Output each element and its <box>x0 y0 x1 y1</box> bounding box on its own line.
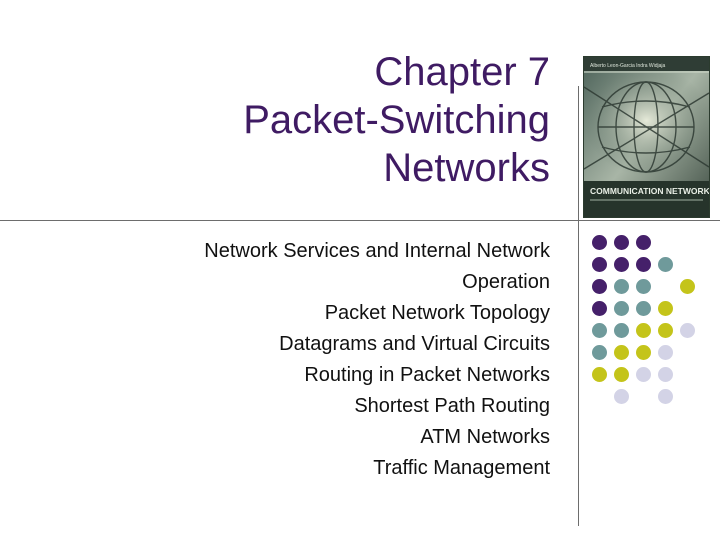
horizontal-divider <box>0 220 720 221</box>
decorative-dot <box>658 257 673 272</box>
decorative-dot <box>636 257 651 272</box>
decorative-dot <box>636 345 651 360</box>
topic-item: Operation <box>462 271 550 293</box>
decorative-dot <box>636 235 651 250</box>
book-cover-illustration: Alberto Leon-Garcia Indra Widjaja COMMUN… <box>584 57 709 217</box>
vertical-divider <box>578 86 579 526</box>
slide-title: Chapter 7 Packet-Switching Networks <box>30 48 550 192</box>
decorative-dot <box>636 323 651 338</box>
decorative-dot <box>592 345 607 360</box>
book-cover-title: COMMUNICATION NETWORKS <box>590 186 709 196</box>
decorative-dot <box>592 257 607 272</box>
topic-item: Routing in Packet Networks <box>304 364 550 386</box>
decorative-dot <box>592 279 607 294</box>
decorative-dot <box>614 389 629 404</box>
decorative-dot <box>680 279 695 294</box>
decorative-dot-grid <box>590 232 700 412</box>
topic-item: Traffic Management <box>373 457 550 479</box>
decorative-dot <box>658 323 673 338</box>
topic-item: Network Services and Internal Network <box>204 240 550 262</box>
decorative-dot <box>592 301 607 316</box>
decorative-dot <box>614 323 629 338</box>
topic-list: Network Services and Internal Network Op… <box>110 236 550 484</box>
title-line-2: Packet-Switching <box>243 98 550 142</box>
title-line-3: Networks <box>383 146 550 190</box>
topic-item: Packet Network Topology <box>324 302 550 324</box>
decorative-dot <box>658 389 673 404</box>
decorative-dot <box>658 345 673 360</box>
decorative-dot <box>636 367 651 382</box>
decorative-dot <box>636 279 651 294</box>
decorative-dot <box>614 235 629 250</box>
decorative-dot <box>658 301 673 316</box>
decorative-dot <box>636 301 651 316</box>
book-cover-authors: Alberto Leon-Garcia Indra Widjaja <box>590 63 666 69</box>
title-line-1: Chapter 7 <box>374 50 550 94</box>
decorative-dot <box>592 323 607 338</box>
decorative-dot <box>614 345 629 360</box>
decorative-dot <box>592 367 607 382</box>
topic-item: Shortest Path Routing <box>354 395 550 417</box>
topic-item: Datagrams and Virtual Circuits <box>279 333 550 355</box>
decorative-dot <box>658 367 673 382</box>
topic-item: ATM Networks <box>420 426 550 448</box>
decorative-dot <box>680 323 695 338</box>
decorative-dot <box>592 235 607 250</box>
decorative-dot <box>614 257 629 272</box>
decorative-dot <box>614 301 629 316</box>
decorative-dot <box>614 367 629 382</box>
book-cover-image: Alberto Leon-Garcia Indra Widjaja COMMUN… <box>583 56 710 218</box>
decorative-dot <box>614 279 629 294</box>
